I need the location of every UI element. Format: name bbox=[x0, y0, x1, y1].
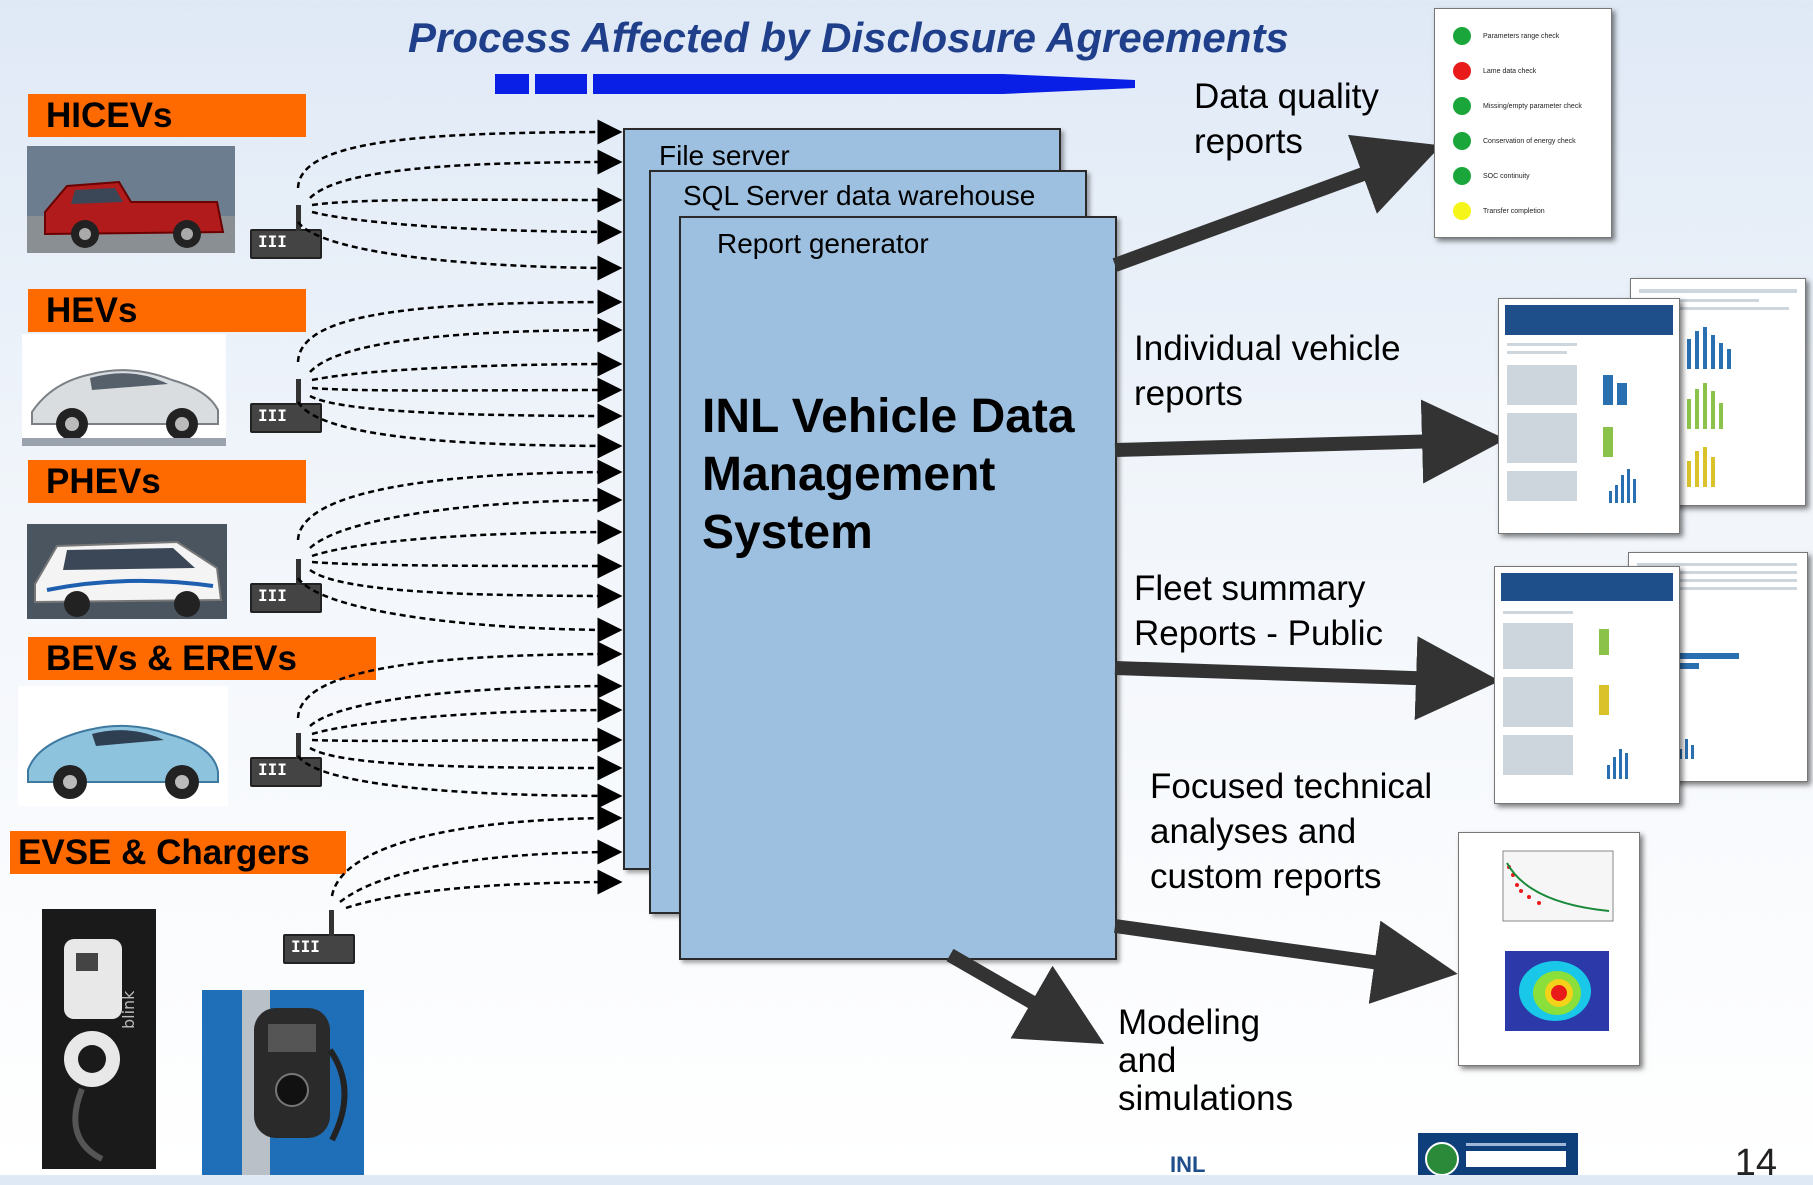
doe-logo bbox=[1418, 1133, 1578, 1175]
status-dot bbox=[1453, 62, 1471, 80]
blink-charger-image: blink bbox=[42, 909, 156, 1169]
chargepoint-charger-image bbox=[202, 990, 364, 1175]
status-dot bbox=[1453, 167, 1471, 185]
report-generator-layer: Report generator bbox=[679, 216, 1117, 960]
fleet-summary-report-front bbox=[1494, 566, 1680, 804]
output-label-individual-vehicle: Individual vehicle reports bbox=[1134, 329, 1401, 413]
status-dot bbox=[1453, 202, 1471, 220]
telemetry-logger-icon bbox=[250, 733, 322, 787]
pickup-truck-image bbox=[27, 146, 235, 253]
quality-check-row: Missing/empty parameter check bbox=[1453, 97, 1582, 115]
electric-car-image bbox=[18, 686, 228, 806]
telemetry-logger-icon bbox=[250, 205, 322, 259]
svg-text:INL: INL bbox=[1170, 1152, 1205, 1175]
hybrid-sedan-image bbox=[22, 334, 226, 446]
diagram-title: Process Affected by Disclosure Agreement… bbox=[408, 14, 1289, 61]
data-quality-report-card: Parameters range check Lame data check M… bbox=[1434, 8, 1612, 238]
category-label-phevs: PHEVs bbox=[28, 460, 306, 503]
inl-logo: INL bbox=[1170, 1152, 1205, 1175]
quality-check-row: Lame data check bbox=[1453, 62, 1536, 80]
category-label-hevs: HEVs bbox=[28, 289, 306, 332]
output-label-fleet-summary: Fleet summary Reports - Public bbox=[1134, 569, 1383, 653]
quality-check-row: Conservation of energy check bbox=[1453, 132, 1576, 150]
sql-warehouse-label: SQL Server data warehouse bbox=[683, 180, 1036, 211]
plugin-hybrid-suv-image bbox=[27, 524, 227, 619]
individual-vehicle-report-front bbox=[1498, 298, 1680, 534]
category-label-hicevs: HICEVs bbox=[28, 94, 306, 137]
status-dot bbox=[1453, 97, 1471, 115]
category-label-bevs-erevs: BEVs & EREVs bbox=[28, 637, 376, 680]
technical-analysis-report bbox=[1458, 832, 1640, 1066]
quality-check-row: SOC continuity bbox=[1453, 167, 1530, 185]
telemetry-logger-icon bbox=[283, 910, 355, 964]
status-dot bbox=[1453, 27, 1471, 45]
telemetry-logger-icon bbox=[250, 379, 322, 433]
process-arrow bbox=[495, 74, 1135, 94]
svg-text:blink: blink bbox=[119, 990, 138, 1029]
system-title: INL Vehicle Data Management System bbox=[702, 390, 1075, 559]
report-generator-label: Report generator bbox=[717, 228, 929, 259]
page-number: 14 bbox=[1734, 1142, 1777, 1184]
quality-check-row: Parameters range check bbox=[1453, 27, 1559, 45]
status-dot bbox=[1453, 132, 1471, 150]
output-label-modeling: Modeling and simulations bbox=[1118, 1003, 1294, 1118]
file-server-label: File server bbox=[659, 140, 790, 171]
category-label-evse-chargers: EVSE & Chargers bbox=[10, 831, 346, 874]
output-label-data-quality: Data quality reports bbox=[1194, 77, 1379, 161]
output-label-focused-analyses: Focused technical analyses and custom re… bbox=[1150, 767, 1433, 896]
quality-check-row: Transfer completion bbox=[1453, 202, 1545, 220]
